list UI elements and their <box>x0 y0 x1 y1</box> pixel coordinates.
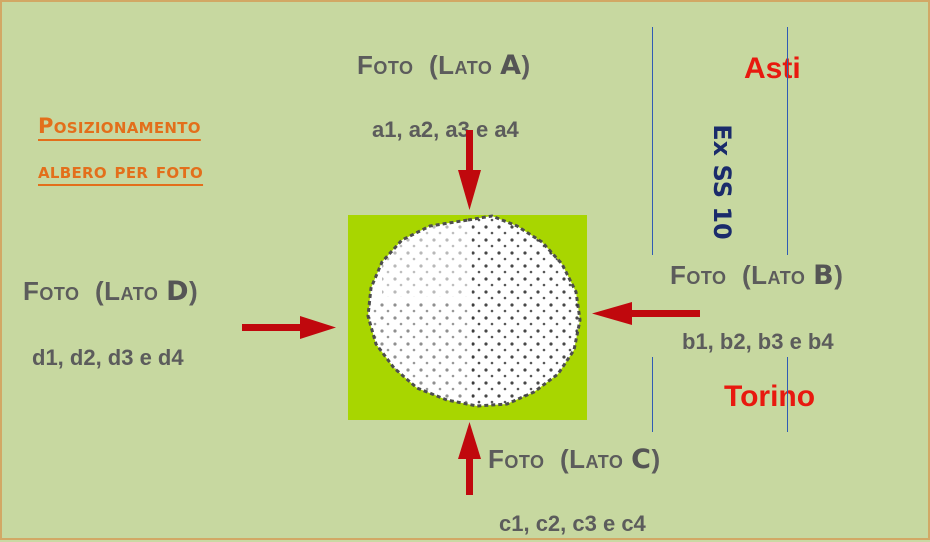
title-line-2: albero per foto <box>38 159 204 183</box>
arrow-side-d <box>242 316 336 339</box>
side-c-photos: c1, c2, c3 e c4 <box>499 511 646 536</box>
title-line-1: Posizionamento <box>38 114 201 138</box>
arrow-side-c <box>458 422 481 495</box>
arrow-side-a <box>458 130 481 210</box>
side-a-photos: a1, a2, a3 e a4 <box>372 117 519 142</box>
side-d-label: Foto (Lato D) <box>23 276 199 307</box>
side-b-photos: b1, b2, b3 e b4 <box>682 329 834 354</box>
city-north-label: Asti <box>744 52 801 85</box>
side-b-label: Foto (Lato B) <box>670 260 844 291</box>
road-edge-left-top <box>652 27 653 255</box>
arrow-side-b <box>592 302 700 325</box>
side-a-label: Foto (Lato A) <box>357 50 531 81</box>
city-south-label: Torino <box>724 380 816 413</box>
road-edge-right-bottom <box>787 357 788 432</box>
side-d-photos: d1, d2, d3 e d4 <box>32 345 184 370</box>
road-edge-right-top <box>787 27 788 255</box>
side-c-label: Foto (Lato C) <box>488 444 661 475</box>
road-edge-left-bottom <box>652 357 653 432</box>
tree-canopy-icon <box>348 214 587 420</box>
